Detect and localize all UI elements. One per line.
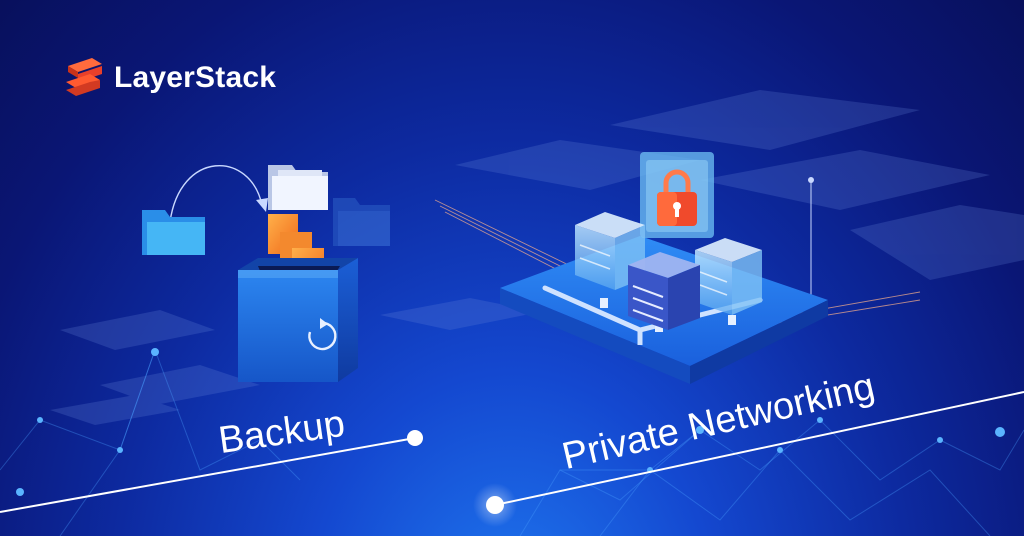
server-stack-icon (628, 252, 700, 330)
refresh-icon (308, 318, 337, 351)
backup-box (238, 258, 358, 382)
folder-icon (142, 210, 205, 255)
brand-logo[interactable]: LayerStack (62, 56, 276, 100)
backup-illustration (142, 164, 390, 382)
network-illustration (434, 152, 921, 384)
background-tiles (50, 90, 1024, 425)
padlock-icon (657, 169, 697, 226)
folder-icon (333, 198, 390, 246)
backup-node-dot (407, 430, 423, 446)
brand-name: LayerStack (114, 61, 277, 94)
folder-icon (268, 165, 328, 210)
server-stack-icon (695, 238, 762, 315)
network-nodes (16, 348, 1005, 496)
layerstack-logo-icon (66, 58, 102, 96)
